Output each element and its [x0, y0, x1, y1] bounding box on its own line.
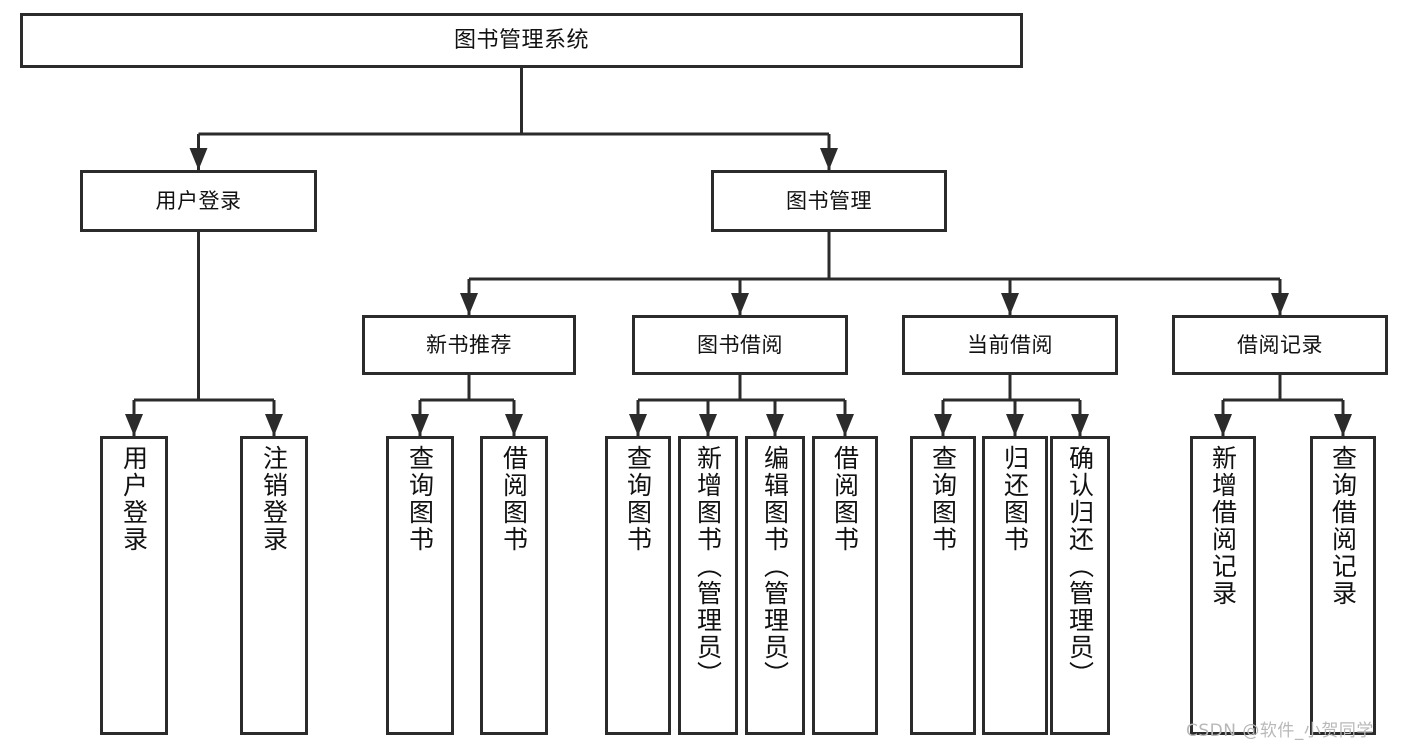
node-label: 注销登录	[259, 445, 289, 553]
node-leaf-return[interactable]: 归还图书	[982, 436, 1048, 735]
arrowhead-icon	[1006, 414, 1024, 436]
watermark: CSDN @软件_小贺同学	[1186, 721, 1374, 741]
node-borrow-record[interactable]: 借阅记录	[1172, 315, 1388, 375]
node-book-borrow[interactable]: 图书借阅	[632, 315, 848, 375]
node-user-login[interactable]: 用户登录	[80, 170, 317, 232]
node-label: 查询图书	[405, 445, 435, 553]
node-label: 编辑图书（管理员）	[760, 445, 790, 688]
node-leaf-query-rec[interactable]: 查询借阅记录	[1310, 436, 1376, 735]
arrowhead-icon	[411, 414, 429, 436]
node-label: 用户登录	[119, 445, 149, 553]
node-label: 新书推荐	[426, 332, 512, 357]
arrowhead-icon	[125, 414, 143, 436]
node-current-borrow[interactable]: 当前借阅	[902, 315, 1118, 375]
node-leaf-add-book[interactable]: 新增图书（管理员）	[678, 436, 738, 735]
arrowhead-icon	[934, 414, 952, 436]
arrowhead-icon	[820, 148, 838, 170]
node-label: 图书管理系统	[453, 27, 589, 53]
node-label: 图书借阅	[697, 332, 783, 357]
arrowhead-icon	[189, 148, 208, 170]
arrowhead-icon	[265, 414, 283, 436]
node-label: 借阅图书	[830, 445, 860, 553]
node-new-book-rec[interactable]: 新书推荐	[362, 315, 576, 375]
node-label: 借阅记录	[1237, 332, 1323, 357]
node-label: 当前借阅	[967, 332, 1053, 357]
arrowhead-icon	[629, 414, 647, 436]
node-leaf-login[interactable]: 用户登录	[100, 436, 168, 735]
node-label: 确认归还（管理员）	[1065, 445, 1095, 688]
node-label: 新增借阅记录	[1208, 445, 1238, 607]
node-root[interactable]: 图书管理系统	[20, 13, 1023, 68]
arrowhead-icon	[505, 414, 523, 436]
node-leaf-edit-book[interactable]: 编辑图书（管理员）	[745, 436, 805, 735]
arrowhead-icon	[1214, 414, 1232, 436]
arrowhead-icon	[766, 414, 784, 436]
arrowhead-icon	[699, 414, 717, 436]
arrowhead-icon	[1271, 293, 1289, 315]
arrowhead-icon	[1071, 414, 1089, 436]
node-label: 新增图书（管理员）	[693, 445, 723, 688]
node-leaf-add-rec[interactable]: 新增借阅记录	[1190, 436, 1256, 735]
node-leaf-query-1[interactable]: 查询图书	[386, 436, 454, 735]
node-label: 借阅图书	[499, 445, 529, 553]
node-leaf-borrow-2[interactable]: 借阅图书	[812, 436, 878, 735]
arrowhead-icon	[1334, 414, 1352, 436]
node-label: 图书管理	[786, 188, 872, 213]
node-label: 归还图书	[1000, 445, 1030, 553]
node-label: 查询图书	[623, 445, 653, 553]
node-leaf-confirm[interactable]: 确认归还（管理员）	[1050, 436, 1110, 735]
node-leaf-query-3[interactable]: 查询图书	[910, 436, 976, 735]
arrowhead-icon	[731, 293, 749, 315]
node-label: 查询图书	[928, 445, 958, 553]
arrowhead-icon	[1001, 293, 1019, 315]
node-book-manage[interactable]: 图书管理	[711, 170, 947, 232]
node-label: 查询借阅记录	[1328, 445, 1358, 607]
node-leaf-logout[interactable]: 注销登录	[240, 436, 308, 735]
node-leaf-borrow-1[interactable]: 借阅图书	[480, 436, 548, 735]
node-leaf-query-2[interactable]: 查询图书	[605, 436, 671, 735]
arrowhead-icon	[836, 414, 854, 436]
arrowhead-icon	[460, 293, 478, 315]
node-label: 用户登录	[155, 188, 242, 213]
